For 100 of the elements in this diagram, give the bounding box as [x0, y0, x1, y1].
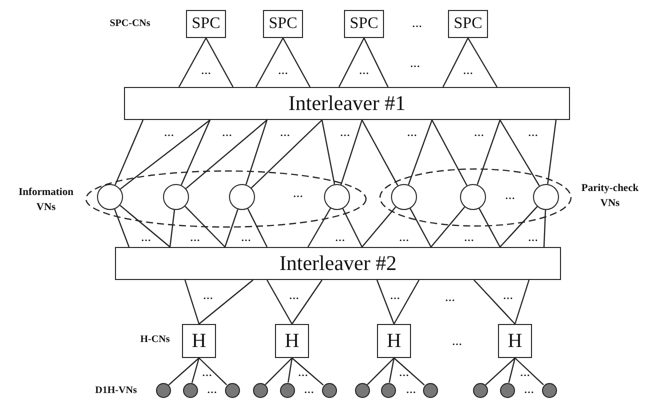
ellipsis-mark: …	[289, 290, 299, 304]
ellipsis-mark: …	[201, 66, 211, 78]
connector-line	[255, 38, 284, 88]
variable-node-dot	[224, 382, 240, 398]
variable-node-dot	[422, 382, 438, 398]
connector-line	[366, 358, 394, 386]
variable-node-dot	[252, 382, 268, 398]
connector-line	[205, 38, 234, 88]
connector-line	[376, 280, 395, 324]
connector-line	[474, 280, 516, 324]
ellipsis-mark: …	[164, 128, 174, 140]
ellipsis-mark: …	[445, 292, 455, 306]
ellipsis-mark: …	[304, 384, 314, 398]
ellipsis-mark: …	[141, 232, 151, 246]
connector-line	[198, 280, 254, 324]
ellipsis-mark: …	[452, 336, 462, 350]
connector-line	[342, 208, 363, 248]
ellipsis-mark: …	[359, 66, 369, 78]
ellipsis-mark: …	[528, 128, 538, 140]
connector-line	[442, 38, 469, 88]
connector-line	[394, 358, 425, 386]
check-node-box: H	[498, 324, 532, 358]
ellipsis-mark: …	[505, 190, 515, 204]
variable-node-circle	[229, 184, 255, 210]
connector-line	[169, 210, 176, 248]
connector-line	[184, 206, 226, 248]
connector-line	[467, 38, 498, 88]
check-node-box: H	[377, 324, 411, 358]
connector-line	[430, 206, 466, 248]
interleaver-box: Interleaver #2	[115, 247, 561, 280]
connector-line	[485, 358, 516, 386]
connector-line	[508, 358, 516, 383]
connector-line	[191, 358, 200, 383]
ellipsis-mark: …	[298, 368, 308, 380]
variable-node-dot	[500, 382, 514, 398]
connector-line	[247, 208, 268, 248]
ellipsis-mark: …	[190, 232, 200, 246]
ellipsis-mark: …	[406, 384, 416, 398]
ellipsis-mark: …	[410, 58, 420, 72]
ellipsis-mark: …	[464, 232, 474, 246]
ellipsis-mark: …	[241, 232, 251, 246]
group-label: SPC-CNs	[110, 18, 150, 30]
variable-node-dot	[472, 382, 488, 398]
variable-node-dot	[354, 382, 370, 398]
ellipsis-mark: …	[407, 128, 417, 140]
ellipsis-mark: …	[474, 128, 484, 140]
variable-node-circle	[460, 184, 486, 210]
ellipsis-mark: …	[412, 18, 422, 32]
variable-node-dot	[280, 382, 294, 398]
connector-line	[499, 120, 540, 186]
ellipsis-mark: …	[293, 188, 303, 202]
interleaver-box: Interleaver #1	[124, 87, 570, 120]
ellipsis-mark: …	[390, 290, 400, 304]
group-label: H-CNs	[140, 334, 170, 346]
connector-line	[250, 120, 322, 188]
ellipsis-mark: …	[335, 232, 345, 246]
connector-line	[178, 38, 207, 88]
connector-line	[245, 120, 268, 185]
group-label: D1H-VNs	[95, 384, 137, 398]
connector-line	[431, 120, 468, 186]
ellipsis-mark: …	[503, 290, 513, 304]
connector-line	[184, 280, 200, 324]
connector-line	[120, 204, 170, 248]
ellipsis-mark: …	[463, 66, 473, 78]
connector-line	[514, 280, 530, 324]
connector-line	[114, 208, 130, 248]
connector-line	[120, 120, 210, 190]
variable-node-dot	[156, 382, 170, 398]
connector-line	[338, 38, 365, 88]
check-node-box: SPC	[186, 10, 226, 38]
variable-node-dot	[380, 382, 396, 398]
connector-line	[340, 120, 363, 185]
connector-line	[362, 206, 396, 248]
variable-node-dot	[182, 382, 198, 398]
connector-line	[361, 120, 398, 186]
connector-line	[410, 208, 432, 248]
connector-line	[307, 208, 331, 248]
connector-line	[186, 120, 268, 190]
variable-node-circle	[391, 184, 417, 210]
variable-node-circle	[163, 184, 189, 210]
connector-line	[321, 120, 336, 184]
ellipsis-mark: …	[202, 368, 212, 380]
connector-line	[292, 358, 324, 386]
connector-line	[168, 358, 200, 386]
variable-node-circle	[97, 184, 123, 210]
check-node-box: SPC	[344, 10, 384, 38]
connector-line	[408, 120, 433, 185]
ellipsis-mark: …	[399, 232, 409, 246]
connector-line	[266, 280, 293, 324]
connector-line	[224, 209, 238, 248]
group-label: Information VNs	[18, 186, 74, 215]
connector-line	[180, 120, 211, 186]
connector-line	[388, 358, 395, 383]
check-node-box: H	[275, 324, 309, 358]
connector-line	[292, 280, 322, 324]
ellipsis-mark: …	[207, 384, 217, 398]
check-node-box: SPC	[263, 10, 303, 38]
check-node-box: H	[182, 324, 216, 358]
connector-line	[264, 358, 292, 386]
group-label: Parity-check VNs	[580, 182, 640, 211]
